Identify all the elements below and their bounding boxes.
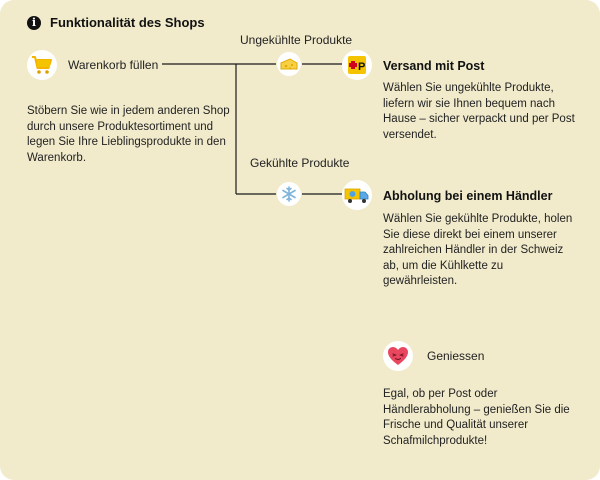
cheese-badge	[277, 52, 301, 76]
cart-badge	[27, 50, 57, 80]
start-label: Warenkorb füllen	[68, 58, 159, 72]
heart-face-icon	[388, 347, 408, 365]
snowflake-badge	[277, 182, 301, 206]
heading-post: Versand mit Post	[383, 59, 485, 73]
truck-badge	[342, 180, 372, 210]
final-description: Egal, ob per Post oder Händlerabholung –…	[383, 388, 570, 447]
branch-label-gekuehlt: Gekühlte Produkte	[250, 156, 350, 170]
heading-haendler: Abholung bei einem Händler	[383, 189, 553, 203]
shopping-cart-icon	[32, 56, 52, 74]
info-icon: i	[27, 15, 41, 30]
delivery-truck-icon	[344, 188, 369, 203]
cheese-icon	[280, 58, 298, 70]
description-haendler: Wählen Sie gekühlte Produkte, holen Sie …	[383, 213, 573, 287]
title-row: i Funktionalität des Shops	[27, 15, 205, 30]
svg-text:P: P	[358, 61, 365, 73]
page-title: Funktionalität des Shops	[50, 15, 205, 30]
start-description: Stöbern Sie wie in jedem anderen Shop du…	[27, 105, 230, 164]
description-post: Wählen Sie ungekühlte Produkte, liefern …	[383, 82, 575, 141]
branch-label-ungekuehlt: Ungekühlte Produkte	[240, 33, 353, 47]
swiss-post-icon: P	[348, 56, 366, 74]
snowflake-icon	[282, 186, 296, 202]
final-label: Geniessen	[427, 349, 485, 363]
heart-badge	[383, 341, 413, 371]
post-badge: P	[342, 50, 372, 80]
